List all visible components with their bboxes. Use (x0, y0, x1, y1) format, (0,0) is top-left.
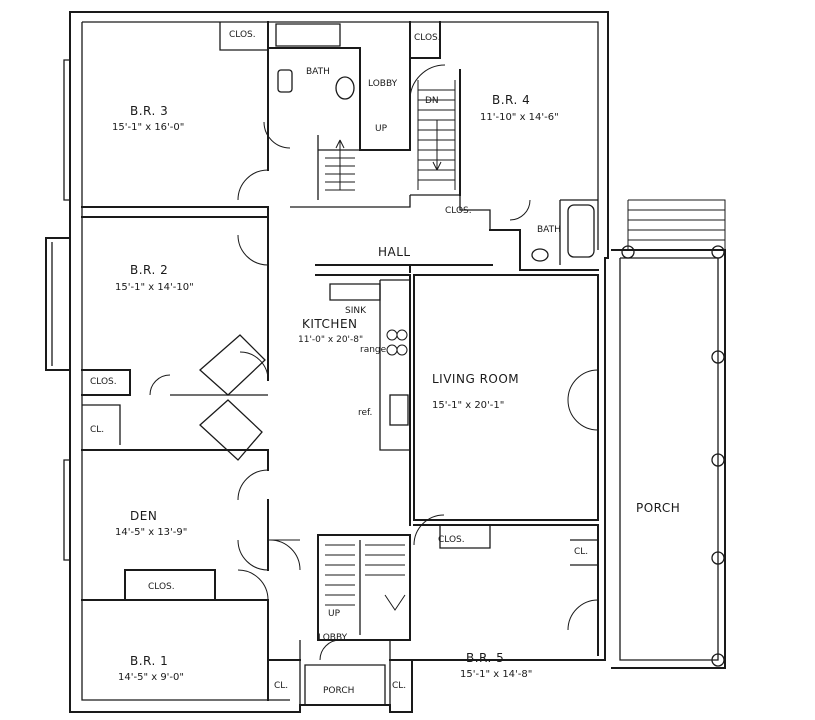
den-name: DEN (130, 509, 157, 523)
utility-labels: CLOS. CLOS. BATH LOBBY DN UP CLOS. BATH … (90, 30, 680, 696)
closet-label: CLOS. (438, 535, 465, 545)
closet-label: CL. (392, 681, 406, 691)
living-dims: 15'-1" x 20'-1" (432, 400, 504, 411)
br4-dims: 11'-10" x 14'-6" (480, 112, 559, 123)
porch-label: PORCH (636, 501, 680, 515)
burner-icon (396, 329, 408, 341)
fixtures (277, 69, 595, 426)
up-label: UP (375, 124, 388, 134)
br3-dims: 15'-1" x 16'-0" (112, 122, 184, 133)
hall-label: HALL (378, 245, 411, 259)
column-icon (711, 245, 725, 259)
range-label: range (360, 345, 387, 355)
den-dims: 14'-5" x 13'-9" (115, 527, 187, 538)
ref-label: ref. (358, 408, 372, 418)
closet-label: CLOS. (445, 206, 472, 216)
column-icon (711, 350, 725, 364)
refrigerator-icon (389, 394, 409, 426)
porch-label: PORCH (323, 686, 354, 696)
interior-walls (81, 21, 599, 706)
br1-dims: 14'-5" x 9'-0" (118, 672, 184, 683)
bath-label: BATH (537, 225, 561, 235)
living-name: LIVING ROOM (432, 372, 519, 386)
br3-name: B.R. 3 (130, 104, 168, 118)
kitchen-dims: 11'-0" x 20'-8" (298, 335, 363, 345)
kitchen-name: KITCHEN (302, 317, 358, 331)
br4-name: B.R. 4 (492, 93, 530, 107)
lobby-label: LOBBY (318, 633, 348, 643)
closet-label: CLOS. (414, 33, 441, 43)
sink-label: SINK (345, 306, 367, 316)
closet-label: CL. (574, 547, 588, 557)
br5-name: B.R. 5 (466, 651, 504, 665)
closet-label: CLOS. (229, 30, 256, 40)
lobby-label: LOBBY (368, 79, 398, 89)
up-label: UP (328, 609, 341, 619)
closet-label: CLOS. (90, 377, 117, 387)
door-swings (149, 64, 599, 661)
burner-icon (386, 329, 398, 341)
column-icon (711, 551, 725, 565)
exterior-walls (45, 11, 609, 713)
column-icon (711, 653, 725, 667)
closet-label: CLOS. (148, 582, 175, 592)
stairs (325, 80, 456, 611)
burner-icon (386, 344, 398, 356)
down-label: DN (425, 96, 439, 106)
br2-name: B.R. 2 (130, 263, 168, 277)
sink-icon (277, 69, 293, 93)
closet-label: CL. (274, 681, 288, 691)
toilet-icon (531, 248, 549, 262)
br2-dims: 15'-1" x 14'-10" (115, 282, 194, 293)
room-labels: B.R. 3 15'-1" x 16'-0" B.R. 4 11'-10" x … (112, 93, 559, 683)
bathtub-icon (567, 204, 595, 258)
bath-label: BATH (306, 67, 330, 77)
porch-structure (611, 199, 726, 669)
column-icon (711, 453, 725, 467)
br1-name: B.R. 1 (130, 654, 168, 668)
br5-dims: 15'-1" x 14'-8" (460, 669, 532, 680)
closet-label: CL. (90, 425, 104, 435)
column-icon (621, 245, 635, 259)
burner-icon (396, 344, 408, 356)
toilet-icon (335, 76, 355, 100)
